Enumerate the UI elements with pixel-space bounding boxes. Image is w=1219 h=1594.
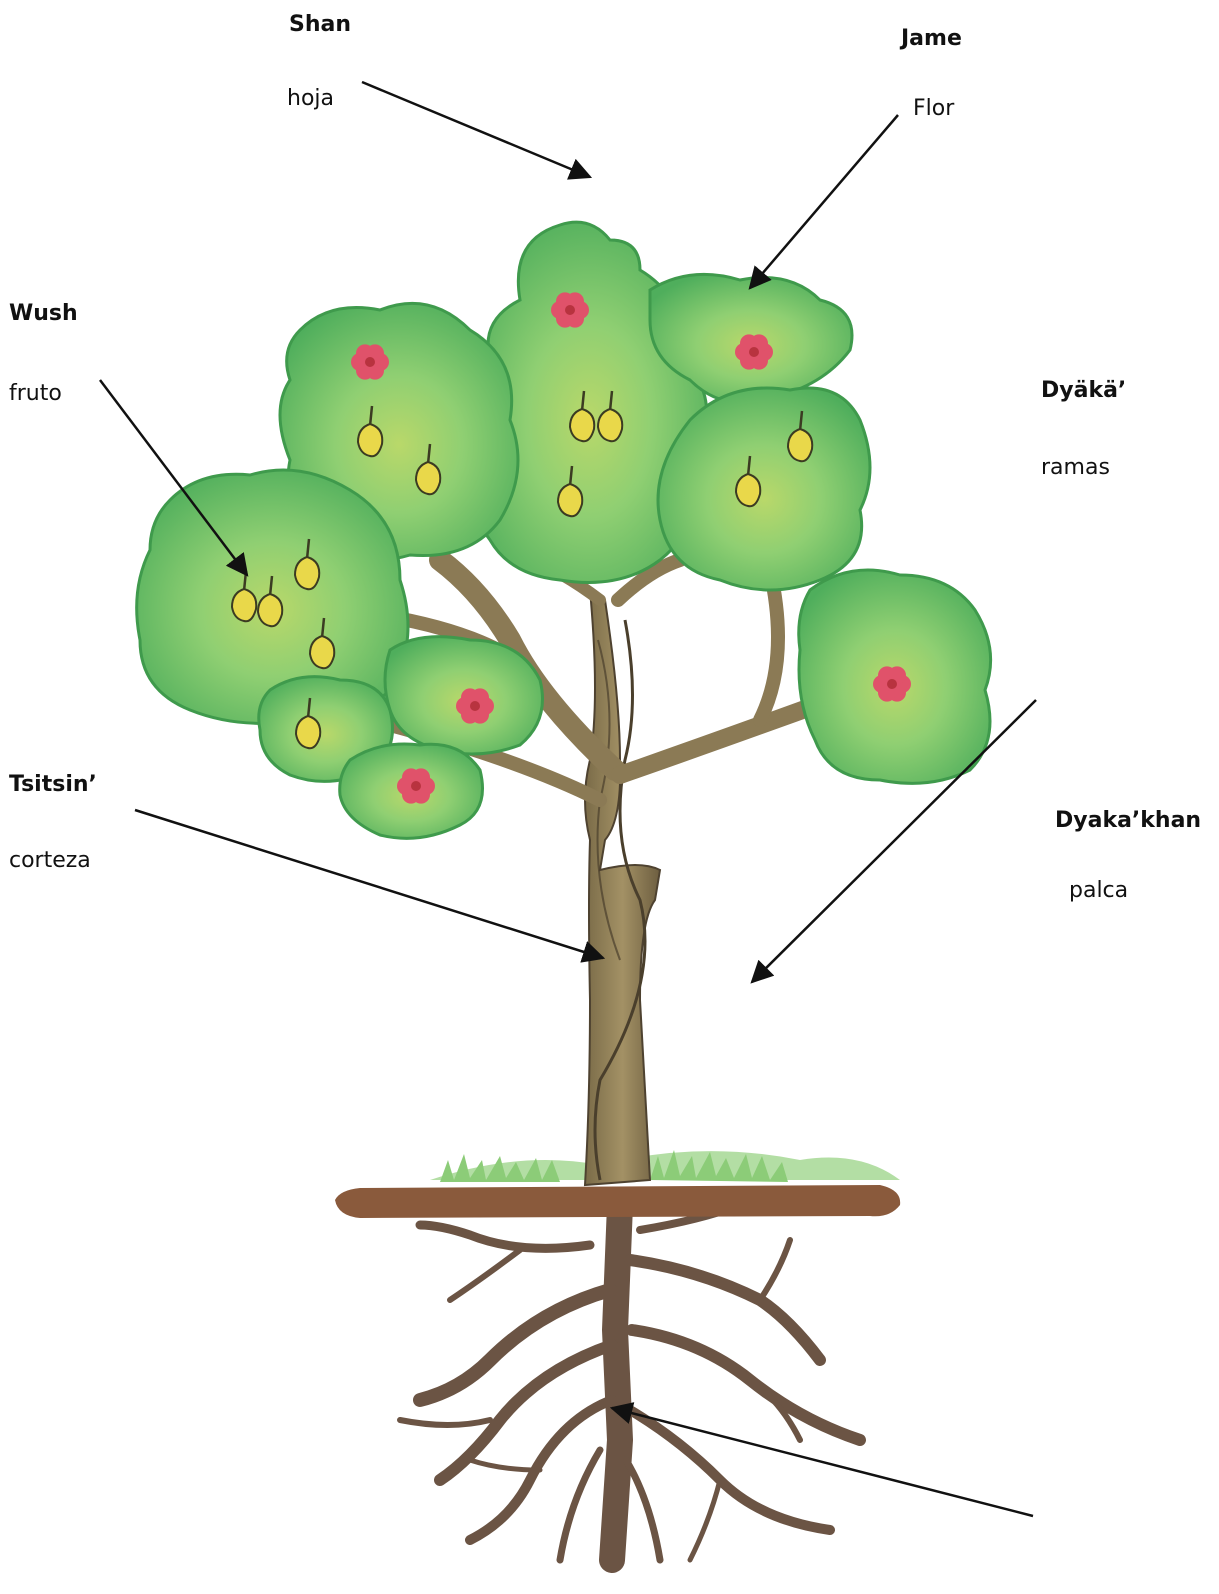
foliage-right bbox=[658, 388, 870, 590]
label-stake-term: Dyaka’khan bbox=[1055, 810, 1201, 832]
label-stake-gloss: palca bbox=[1069, 880, 1128, 902]
label-bark-term: Tsitsin’ bbox=[9, 774, 97, 796]
roots bbox=[400, 1205, 860, 1560]
label-leaf-gloss: hoja bbox=[287, 88, 334, 110]
grass bbox=[430, 1150, 900, 1182]
label-flower-gloss: Flor bbox=[913, 98, 954, 120]
label-branches-term: Dyäkä’ bbox=[1041, 380, 1126, 402]
trunk bbox=[585, 590, 660, 1185]
label-fruit-gloss: fruto bbox=[9, 383, 62, 405]
label-fruit-term: Wush bbox=[9, 303, 78, 325]
label-flower-term: Jame bbox=[901, 28, 962, 50]
arrow-leaf bbox=[362, 82, 590, 177]
soil bbox=[335, 1185, 900, 1218]
arrow-bark bbox=[135, 810, 603, 958]
arrow-flower bbox=[750, 115, 898, 288]
label-leaf-term: Shan bbox=[289, 14, 351, 36]
label-bark-gloss: corteza bbox=[9, 850, 91, 872]
label-branches-gloss: ramas bbox=[1041, 457, 1110, 479]
